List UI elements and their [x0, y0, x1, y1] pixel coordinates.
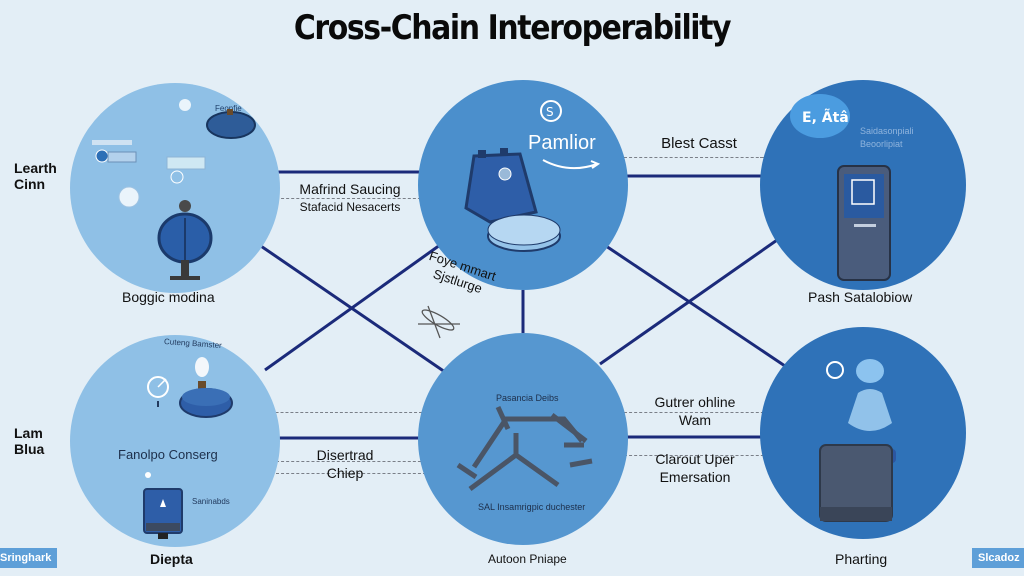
side-label-bottom-left: Lam Blua: [14, 425, 44, 457]
monitor-icon: [143, 488, 183, 539]
link-cross-left-a: [254, 240, 446, 374]
edge-label-top-left-center: Mafrind Saucing Stafacid Nesacerts: [282, 180, 418, 216]
pipeline-network-icon: [456, 405, 593, 492]
node-inner-text: Saninabds: [192, 497, 230, 506]
edge-label-line: Wam: [678, 412, 712, 428]
node-inner-text: Saidasonpiali: [860, 126, 914, 136]
svg-text:E, Ãtâ: E, Ãtâ: [802, 109, 849, 126]
dashed-line: [624, 455, 774, 456]
node-caption-bottom-center: Autoon Pniape: [488, 552, 567, 566]
node-inner-text: Beoorlipiat: [860, 139, 903, 149]
node-inner-text: Fanolpo Conserg: [118, 447, 218, 462]
edge-label-bottom-right-upper: Gutrer ohline Wam: [630, 393, 760, 429]
edge-label-line: Stafacid Nesacerts: [299, 200, 401, 214]
edge-label-bottom-left-center: Disertrad Chiep: [282, 446, 408, 482]
coin-disc-icon: [487, 214, 561, 252]
edge-label-bottom-right-lower: Clarout Uper Emersation: [630, 450, 760, 486]
link-cross-right-b: [599, 236, 781, 366]
lightbulb-icon: [195, 357, 209, 391]
data-panel-icon: [166, 156, 206, 184]
node-top-left[interactable]: Feonfie: [70, 83, 280, 293]
swap-logo-icon: S: [540, 100, 562, 122]
small-dot-icon: [145, 472, 151, 478]
node-inner-text: Feonfie: [215, 104, 242, 113]
satellite-icon: [418, 305, 460, 339]
user-avatar-icon: [157, 200, 213, 280]
edge-label-line: Clarout Uper: [655, 451, 735, 467]
node-top-right[interactable]: E, Ãtâ Saidasonpiali Beoorlipiat: [760, 80, 966, 290]
edge-label-line: Emersation: [659, 469, 731, 485]
side-label-line: Cinn: [14, 176, 46, 192]
chain-logo-icon: E, Ãtâ: [790, 94, 850, 138]
edge-label-line: Chiep: [326, 465, 364, 481]
arrow-swoosh-icon: [542, 159, 601, 170]
node-bottom-center[interactable]: Pasancia Deibs SAL Insamrigpic duchester: [418, 333, 628, 545]
node-bottom-left[interactable]: Cuteng Bamster Fanolpo Conserg Saninabds: [70, 335, 280, 547]
refresh-logo-icon: [826, 361, 844, 379]
node-caption-top-left: Boggic modina: [122, 289, 215, 305]
node-caption-bottom-right: Pharting: [835, 551, 888, 567]
clock-icon: [147, 376, 169, 407]
dashed-line: [624, 412, 774, 413]
phone-terminal-icon: [837, 165, 891, 281]
sparkle-icon: [179, 99, 191, 111]
node-top-center[interactable]: S Pamlior: [418, 80, 628, 290]
dashed-line: [276, 461, 426, 462]
dashed-line: [624, 157, 774, 158]
dashed-line: [276, 198, 426, 199]
diagram-title: Cross-Chain Interoperability: [293, 8, 732, 48]
svg-text:S: S: [546, 105, 554, 119]
edge-label-line: Mafrind Saucing: [299, 181, 401, 197]
dashed-line: [236, 412, 422, 413]
edge-label-line: Blest Casst: [661, 135, 737, 152]
storage-box-icon: [819, 444, 893, 522]
side-label-top-left: Learth Cinn: [14, 160, 57, 192]
database-bowl-icon: [179, 388, 233, 418]
edge-label-top-center-right: Blest Casst: [634, 135, 764, 153]
corner-badge-bottom-right[interactable]: Slcadoz: [972, 548, 1024, 568]
node-inner-text: SAL Insamrigpic duchester: [478, 502, 586, 512]
edge-label-line: Gutrer ohline: [654, 394, 736, 410]
side-label-line: Blua: [14, 441, 45, 457]
side-label-line: Learth: [14, 160, 57, 176]
node-bottom-right[interactable]: [760, 327, 966, 539]
globe-icon: [118, 186, 140, 208]
link-cross-right-a: [599, 240, 786, 368]
node-caption-top-right: Pash Satalobiow: [808, 289, 913, 305]
edge-label-line: Disertrad: [316, 447, 374, 463]
node-inner-text: Pasancia Deibs: [496, 393, 559, 403]
link-cross-left-b: [264, 243, 441, 372]
network-nodes-icon: [92, 140, 137, 163]
dashed-line: [276, 473, 426, 474]
side-label-line: Lam: [14, 425, 43, 441]
server-stack-icon: [206, 109, 256, 139]
wallet-icon: [464, 148, 538, 224]
node-brand-text: Pamlior: [528, 132, 596, 154]
node-caption-bottom-left: Diepta: [150, 551, 193, 567]
corner-badge-bottom-left[interactable]: Sringhark: [0, 548, 58, 568]
